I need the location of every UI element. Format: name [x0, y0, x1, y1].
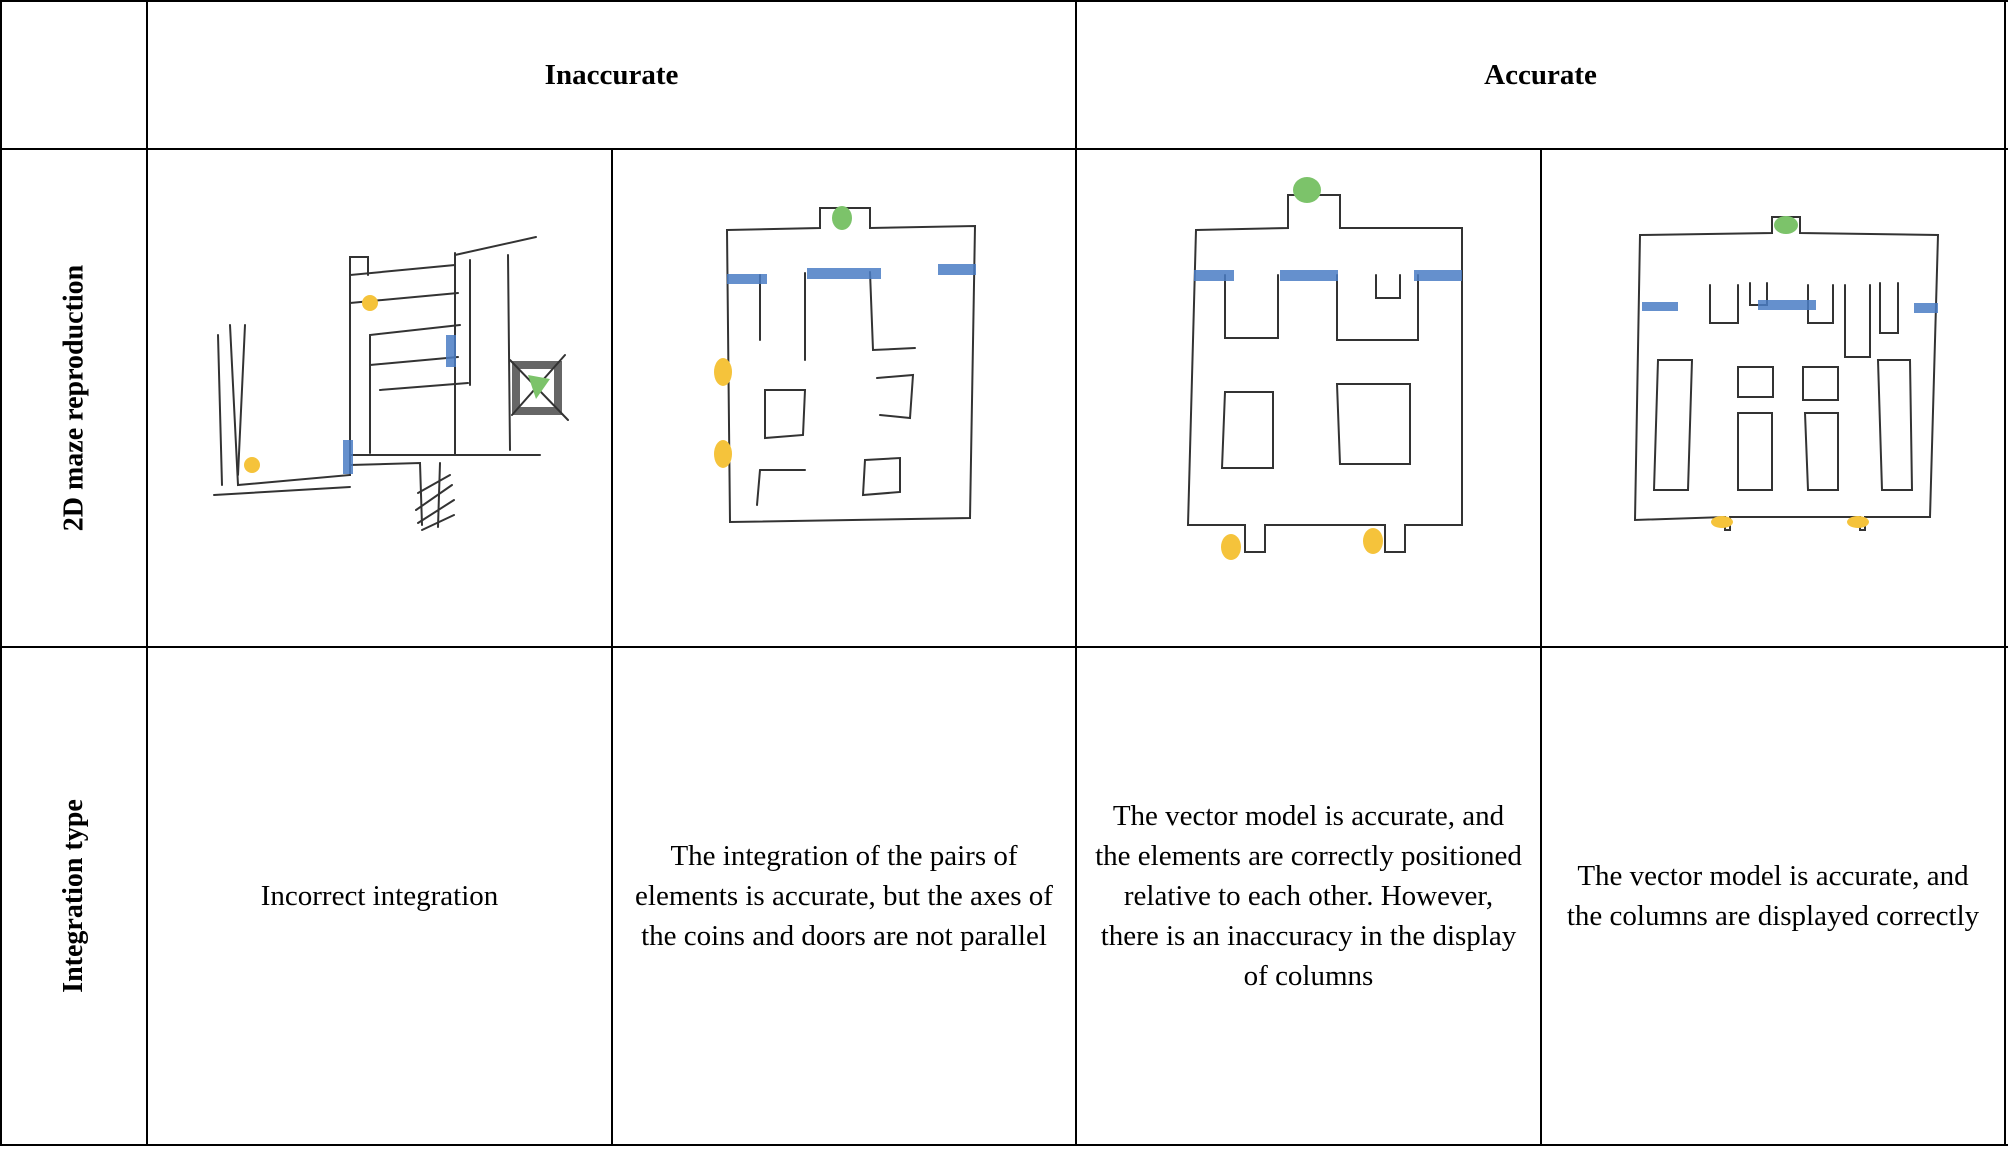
sketch-wall	[237, 324, 246, 476]
sketch-wall	[1844, 284, 1871, 358]
sketch-wall	[1803, 412, 1839, 491]
sketch-wall	[1220, 391, 1274, 469]
row-label-maze-reproduction: 2D maze reproduction	[58, 264, 89, 532]
sketch-door-2	[807, 268, 881, 279]
sketch-wall	[349, 461, 423, 526]
sketch-door-2	[1758, 300, 1816, 310]
table-rule-inaccurate-split	[611, 148, 613, 1146]
sketch-wall	[1336, 274, 1419, 341]
sketch-outer-wall	[1633, 216, 1940, 531]
row-label-cell-integration: Integration type	[2, 648, 146, 1144]
sketch-wall	[1335, 383, 1411, 465]
table-rule-group	[1075, 0, 1077, 1146]
sketch-wall	[1876, 359, 1914, 491]
sketch-door-1	[1642, 302, 1678, 311]
sketch-coin-1	[1711, 516, 1733, 528]
sketch-goal	[832, 206, 852, 230]
sketch-non-parallel-axes	[714, 206, 977, 524]
sketch-wall	[1737, 366, 1774, 398]
sketch-wall	[876, 373, 915, 420]
sketch-outer-wall	[1186, 194, 1463, 553]
sketch-wall	[369, 324, 461, 454]
sketch-goal	[1293, 177, 1321, 203]
table-rule-accurate-split	[1540, 148, 1542, 1146]
sketch-wall	[1224, 274, 1279, 339]
sketch-door-3	[1414, 270, 1462, 281]
sketch-door-1	[727, 274, 767, 284]
sketch-wall	[1375, 274, 1401, 299]
sketch-wall	[1879, 282, 1899, 334]
sketch-correct-columns	[1633, 216, 1940, 531]
table-rule-label	[146, 0, 148, 1146]
sketch-wall	[507, 254, 511, 451]
sketch-inaccurate-columns	[1186, 177, 1463, 560]
table-rule-header	[0, 148, 2008, 150]
sketch-door-1	[1194, 270, 1234, 281]
sketch-door-2	[1280, 270, 1338, 281]
sketch-wall	[756, 469, 761, 506]
row-label-cell-maze: 2D maze reproduction	[2, 150, 146, 646]
sketch-coin-1	[714, 358, 732, 386]
sketch-wall	[217, 334, 223, 486]
sketch-wall	[454, 236, 537, 256]
sketch-wall	[764, 389, 807, 440]
sketch-wall	[229, 324, 541, 487]
sketch-coin-2	[244, 457, 260, 473]
table-border-left	[0, 0, 2, 1146]
sketch-wall	[1802, 366, 1839, 401]
sketch-outer-wall	[725, 207, 977, 524]
sketch-coin-1	[1221, 534, 1241, 560]
sketch-door-2	[343, 440, 353, 474]
sketch-exit-box	[512, 361, 562, 415]
sketch-wall	[415, 474, 455, 531]
sketch-wall	[369, 356, 459, 366]
sketch-door-3	[1914, 303, 1938, 313]
sketch-coin-2	[1363, 528, 1383, 554]
sketch-incorrect-integration	[213, 236, 569, 531]
sketch-goal	[1774, 216, 1798, 234]
header-inaccurate: Inaccurate	[544, 58, 679, 91]
sketch-coin-1	[362, 295, 378, 311]
description-inaccurate-columns: The vector model is accurate, and the el…	[1095, 800, 1522, 992]
sketch-coin-2	[1847, 516, 1869, 528]
sketch-wall	[869, 271, 916, 352]
sketch-wall	[861, 456, 901, 497]
table-border-right	[2004, 0, 2006, 1146]
table-border-bottom	[0, 1144, 2008, 1146]
sketch-door-3	[938, 264, 976, 275]
table-border-top	[0, 0, 2008, 2]
sketch-wall	[379, 382, 469, 391]
table-rule-middle	[0, 646, 2008, 648]
sketch-door-1	[446, 335, 456, 367]
sketch-coin-2	[714, 440, 732, 468]
sketch-wall	[1652, 359, 1694, 491]
description-correct-columns: The vector model is accurate, and the co…	[1566, 860, 1980, 932]
description-incorrect-integration: Incorrect integration	[260, 880, 499, 912]
sketch-wall	[1737, 412, 1773, 491]
header-accurate: Accurate	[1484, 58, 1597, 91]
header-corner	[2, 2, 146, 148]
row-label-integration-type: Integration type	[58, 799, 89, 993]
sketch-wall	[1709, 284, 1739, 324]
sketch-wall	[349, 256, 369, 276]
sketch-wall	[213, 486, 351, 496]
description-non-parallel-axes: The integration of the pairs of elements…	[635, 840, 1053, 952]
sketch-goal	[528, 375, 550, 399]
